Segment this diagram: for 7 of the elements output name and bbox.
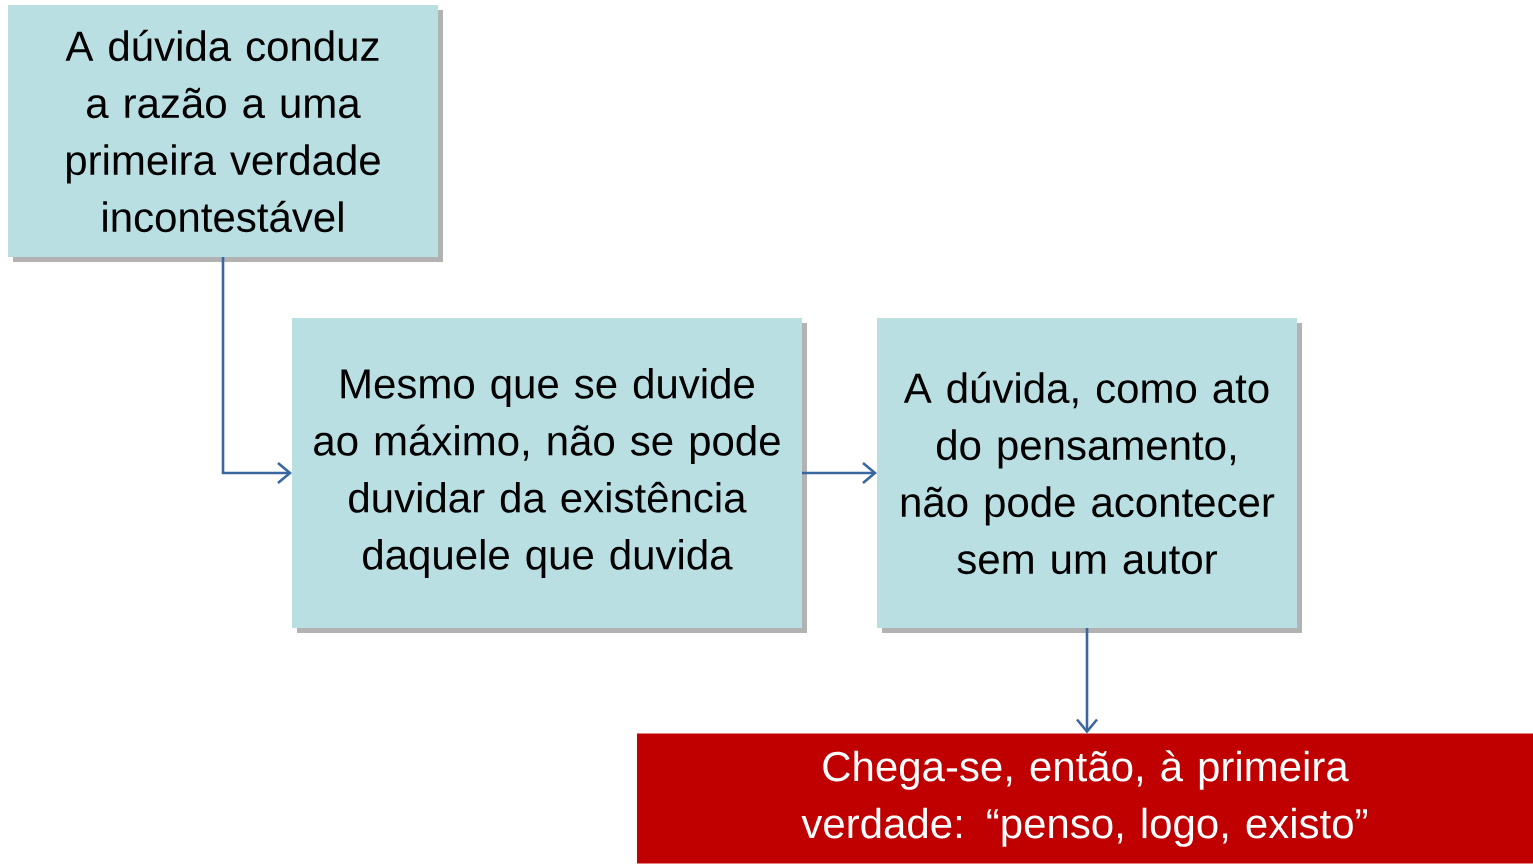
arrow — [221, 257, 292, 484]
arrow — [802, 462, 877, 484]
arrow — [1076, 628, 1098, 734]
conclusion-box: Chega-se, então, à primeira verdade: “penso, logo, existo” — [637, 733, 1533, 864]
process-box: A dúvida conduz a razão a uma primeira verdade incontestável — [8, 5, 443, 262]
process-box: A dúvida, como ato do pensamento, não pode acontecer sem um autor — [877, 318, 1302, 633]
process-box: Mesmo que se duvide ao máximo, não se pode duvidar da existência daquele que duvida — [292, 318, 807, 633]
